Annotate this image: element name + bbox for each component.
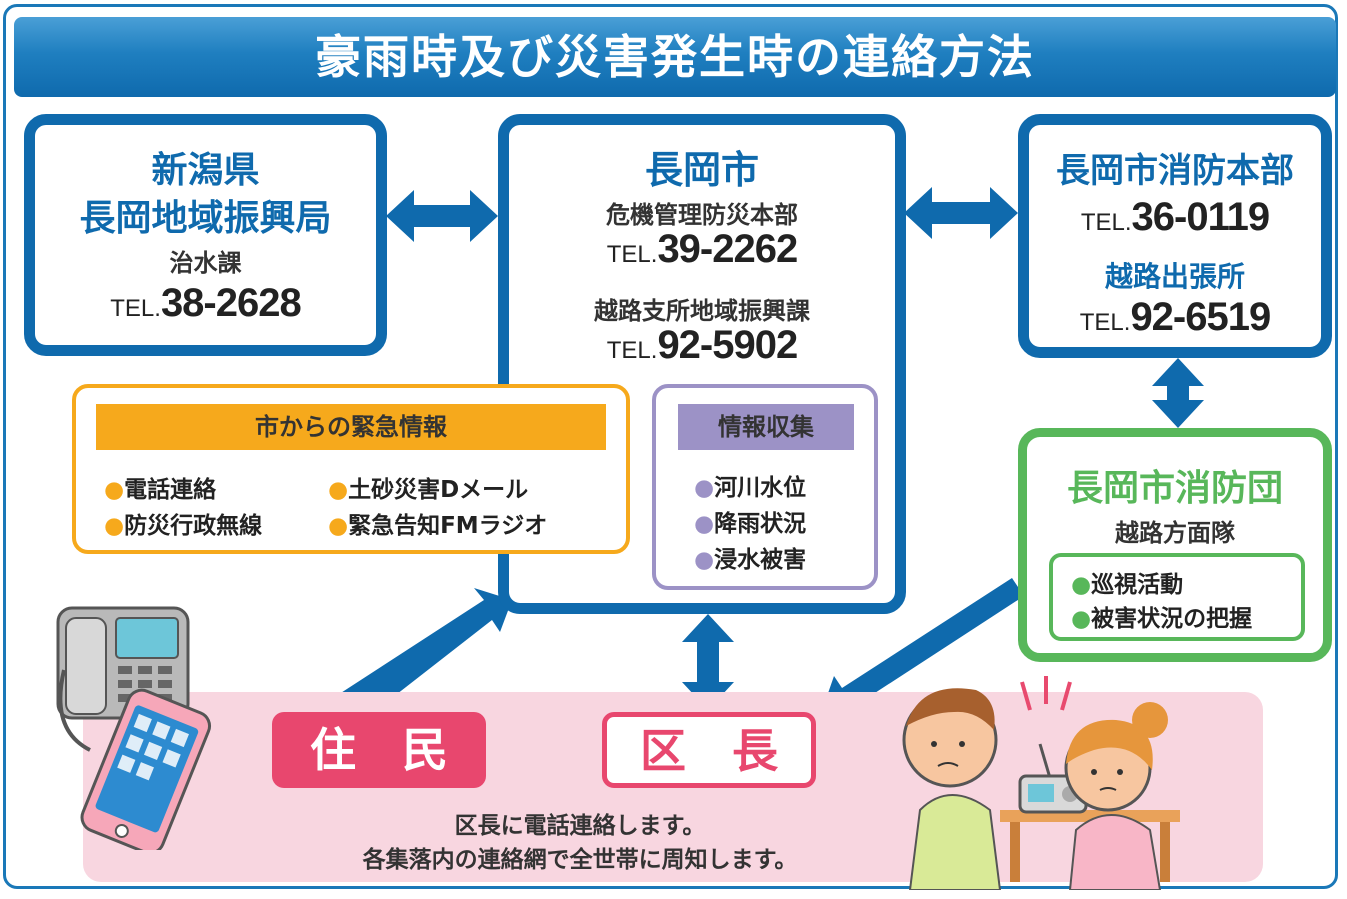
fire-corps-item: 巡視活動 — [1071, 565, 1183, 599]
people-illustration — [902, 676, 1180, 890]
title-banner — [14, 17, 1336, 97]
arrow-niigata-nagaoka — [386, 190, 498, 242]
fire-corps-activities: 巡視活動 被害状況の把握 — [1049, 553, 1305, 641]
emergency-item: 防災行政無線 — [104, 506, 262, 540]
outer-frame — [3, 4, 1338, 889]
arrow-nagaoka-wardchief — [682, 614, 734, 710]
nagaoka-title: 長岡市 — [644, 148, 759, 192]
emergency-info-box: 市からの緊急情報 電話連絡 土砂災害Dメール 防災行政無線 緊急告知FMラジオ — [72, 384, 630, 554]
fire-corps-box: 長岡市消防団 越路方面隊 巡視活動 被害状況の把握 — [1018, 428, 1332, 662]
niigata-line1: 新潟県 — [151, 150, 260, 191]
arrow-firehq-firecorps — [1152, 358, 1204, 428]
nagaoka-tel1: TEL.39-2262 — [606, 227, 798, 271]
niigata-tel: TEL.38-2628 — [110, 281, 301, 325]
niigata-line2: 長岡地域振興局 — [79, 198, 332, 239]
fire-hq-branch: 越路出張所 — [1104, 260, 1245, 293]
niigata-office-box: 新潟県 長岡地域振興局 治水課 TEL.38-2628 — [24, 114, 387, 356]
residents-box: 住 民 — [272, 712, 486, 788]
nagaoka-tel2: TEL.92-5902 — [606, 323, 798, 367]
caption-line1: 区長に電話連絡します。 — [454, 813, 706, 839]
telephone-icon — [56, 606, 212, 850]
fire-hq-title: 長岡市消防本部 — [1056, 151, 1294, 191]
info-collection-box: 情報収集 河川水位 降雨状況 浸水被害 — [652, 384, 878, 590]
fire-hq-box: 長岡市消防本部 TEL.36-0119 越路出張所 TEL.92-6519 — [1018, 114, 1332, 358]
info-collection-item: 浸水被害 — [694, 540, 806, 574]
ward-chief-box: 区 長 — [602, 712, 816, 788]
info-collection-header: 情報収集 — [678, 404, 854, 450]
page-title: 豪雨時及び災害発生時の連絡方法 — [315, 30, 1035, 84]
emergency-item: 電話連絡 — [104, 470, 216, 504]
fire-hq-tel1: TEL.36-0119 — [1080, 195, 1270, 239]
emergency-item: 土砂災害Dメール — [328, 470, 528, 504]
info-collection-item: 降雨状況 — [694, 504, 806, 538]
arrow-firecorps-wardchief — [818, 578, 1024, 722]
arrow-nagaoka-firehq — [904, 187, 1018, 239]
caption-line2: 各集落内の連絡網で全世帯に周知します。 — [362, 847, 798, 873]
niigata-dept: 治水課 — [169, 249, 242, 277]
fire-corps-item: 被害状況の把握 — [1071, 599, 1252, 633]
fire-corps-title: 長岡市消防団 — [1066, 468, 1283, 509]
nagaoka-dept2: 越路支所地域振興課 — [594, 297, 810, 325]
fire-hq-tel2: TEL.92-6519 — [1079, 295, 1271, 339]
emergency-item: 緊急告知FMラジオ — [328, 506, 547, 540]
emergency-info-header: 市からの緊急情報 — [96, 404, 606, 450]
arrow-residents-nagaoka — [330, 588, 512, 726]
fire-corps-sub: 越路方面隊 — [1115, 519, 1235, 547]
nagaoka-dept1: 危機管理防災本部 — [606, 201, 798, 229]
info-collection-item: 河川水位 — [694, 468, 806, 502]
